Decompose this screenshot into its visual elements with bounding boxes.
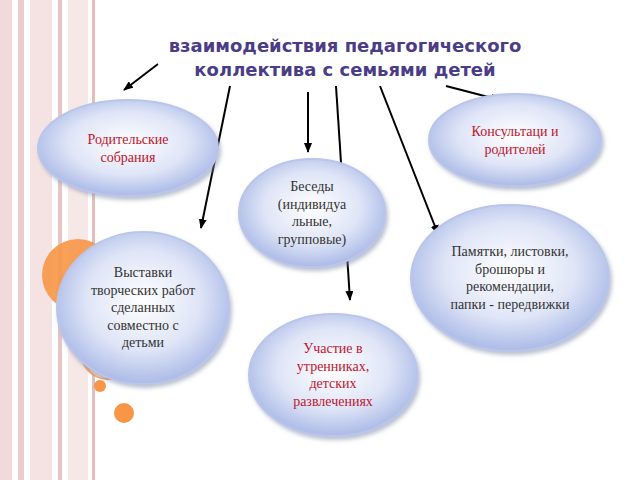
stripe <box>0 0 12 480</box>
ellipse-outline <box>411 205 609 351</box>
node-text: Родительские собрания <box>68 131 188 166</box>
arrow <box>124 64 158 90</box>
ellipse-outline <box>38 100 218 196</box>
stripe <box>18 0 24 480</box>
ellipse-node: Консультаци и родителей <box>427 92 603 188</box>
node-text: Консультаци и родителей <box>459 123 571 158</box>
stripe <box>58 0 62 480</box>
node-text: Беседы (индивидуа льные, групповые) <box>264 178 360 248</box>
stripe <box>92 0 95 480</box>
ellipse-shape <box>237 157 387 269</box>
ellipse-node: Родительские собрания <box>36 98 220 198</box>
node-text: Памятки, листовки, брошюры и рекомендаци… <box>448 243 572 313</box>
arrow <box>380 86 438 234</box>
arrow <box>307 92 309 152</box>
node-text: Выставки творческих работ сделанных совм… <box>87 264 199 352</box>
orange-circle <box>94 380 106 392</box>
ellipse-outline <box>249 314 417 436</box>
ellipse-outline <box>57 232 229 384</box>
ellipse-node: Беседы (индивидуа льные, групповые) <box>237 157 387 269</box>
ellipse-node: Памятки, листовки, брошюры и рекомендаци… <box>409 203 611 353</box>
ellipse-shape <box>36 98 220 198</box>
ellipse-node: Выставки творческих работ сделанных совм… <box>55 230 231 386</box>
ellipse-outline <box>239 159 385 267</box>
orange-circle <box>114 403 134 423</box>
ellipse-shape <box>247 312 419 438</box>
ellipse-outline <box>429 94 601 186</box>
stripe <box>30 0 52 480</box>
ellipse-shape <box>409 203 611 353</box>
ellipse-shape <box>427 92 603 188</box>
node-text: Участие в утренниках, детских развлечени… <box>277 340 389 410</box>
ellipse-node: Участие в утренниках, детских развлечени… <box>247 312 419 438</box>
diagram-title: взаимодействия педагогического коллектив… <box>150 34 540 83</box>
